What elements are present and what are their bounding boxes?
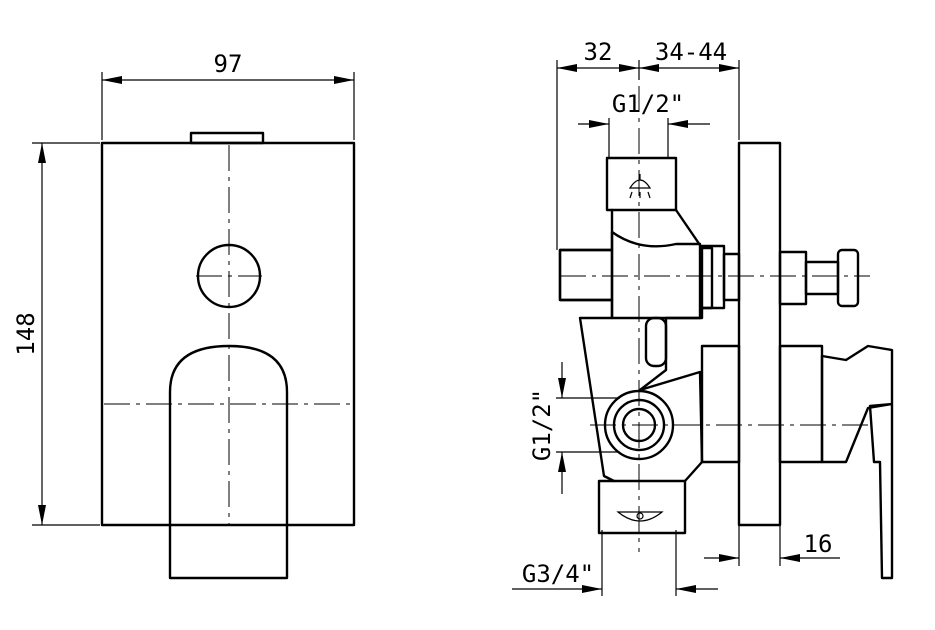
diverter-spindle	[778, 248, 860, 308]
dimension-height: 148	[12, 142, 100, 526]
dimension-height-label: 148	[12, 312, 40, 355]
dimension-thread-bottom-label: G3/4"	[522, 560, 594, 588]
top-cap	[189, 131, 265, 145]
bottom-outlet-box	[597, 479, 687, 535]
inlet-stub	[558, 248, 614, 302]
lever-handle-side	[778, 344, 894, 580]
shower-head-icon	[628, 174, 652, 199]
top-outlet-box	[605, 156, 678, 212]
dimension-thread-side: G1/2"	[528, 362, 620, 494]
cover-plate	[100, 141, 356, 527]
lever-handle	[168, 344, 289, 580]
wall-plate	[737, 141, 782, 527]
dimension-width: 97	[101, 50, 355, 140]
dimension-offset-front-label: 32	[584, 38, 613, 66]
side-port	[603, 389, 675, 461]
side-view: 32 34-44 G1/2" G1/2"	[512, 38, 894, 596]
dimension-thread-top: G1/2"	[578, 90, 710, 158]
diverter-knob	[196, 243, 262, 309]
front-view: 97 148	[12, 50, 356, 580]
dimension-thread-top-label: G1/2"	[612, 90, 684, 118]
body-slot	[644, 316, 668, 368]
dimension-thread-side-label: G1/2"	[528, 389, 556, 461]
cartridge-housing	[700, 344, 741, 464]
dimension-thread-bottom: G3/4"	[512, 530, 718, 596]
dimension-depth-label: 16	[804, 530, 833, 558]
spout-icon	[616, 511, 664, 522]
dimension-offsets: 32 34-44	[556, 38, 740, 250]
dimension-depth: 16	[704, 525, 840, 566]
dimension-offset-back-label: 34-44	[655, 38, 727, 66]
dimension-width-label: 97	[214, 50, 243, 78]
